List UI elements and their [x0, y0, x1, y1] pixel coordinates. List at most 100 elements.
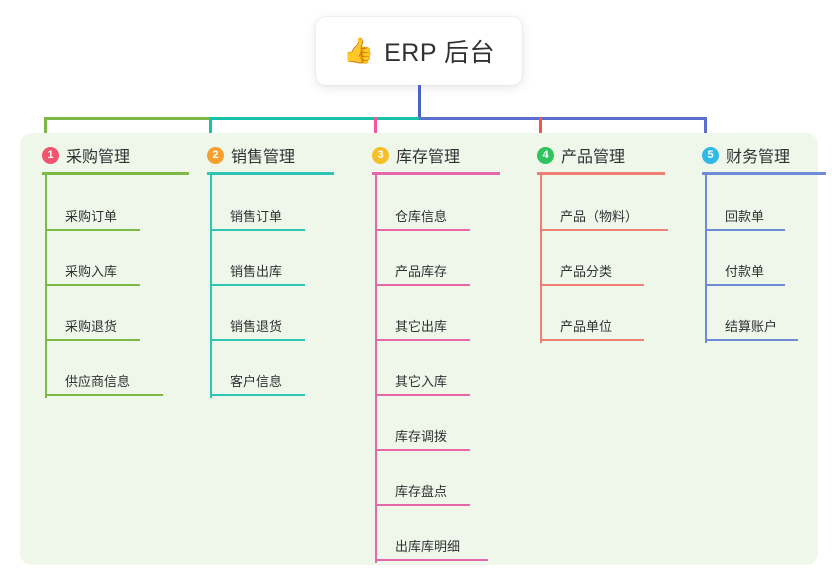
connector-root-stem	[418, 85, 421, 120]
leaf-node-label: 销售退货	[230, 319, 283, 334]
branch-column-3: 3 库存管理仓库信息产品库存其它出库其它入库库存调拨库存盘点出库库明细	[372, 133, 500, 565]
leaf-node[interactable]: 销售退货	[207, 301, 305, 341]
leaf-node-rule	[210, 339, 305, 341]
leaf-node-rule	[540, 284, 644, 286]
branch-title-3: 库存管理	[396, 149, 461, 166]
leaf-node-rule	[210, 229, 305, 231]
leaf-node[interactable]: 产品（物料）	[537, 191, 668, 231]
leaf-node-label: 其它入库	[395, 374, 448, 389]
leaf-node-label: 供应商信息	[65, 374, 131, 389]
leaf-node-rule	[540, 229, 668, 231]
leaf-node-label: 结算账户	[725, 319, 778, 334]
leaf-node-label: 库存调拨	[395, 429, 448, 444]
root-node[interactable]: 👍 ERP 后台	[316, 17, 522, 85]
leaf-node[interactable]: 其它入库	[372, 356, 470, 396]
leaf-node-label: 仓库信息	[395, 209, 448, 224]
branch-title-2: 销售管理	[231, 149, 296, 166]
branch-column-2: 2 销售管理销售订单销售出库销售退货客户信息	[207, 133, 334, 565]
branches-panel: 1 采购管理采购订单采购入库采购退货供应商信息 2 销售管理销售订单销售出库销售退货客…	[20, 133, 826, 565]
leaf-node[interactable]: 库存盘点	[372, 466, 470, 506]
leaf-node-label: 产品分类	[560, 264, 613, 279]
branch-column-5: 5 财务管理回款单付款单结算账户	[702, 133, 826, 565]
leaf-node-label: 采购入库	[65, 264, 118, 279]
leaf-node-rule	[705, 284, 785, 286]
leaf-node-label: 采购订单	[65, 209, 118, 224]
branch-header-rule-5	[702, 172, 826, 175]
connector-bus-1	[44, 117, 212, 120]
branch-header-rule-3	[372, 172, 500, 175]
leaf-node-rule	[705, 229, 785, 231]
branch-spine-5	[705, 175, 707, 343]
leaf-node[interactable]: 采购入库	[42, 246, 140, 286]
leaf-node[interactable]: 仓库信息	[372, 191, 470, 231]
leaf-node[interactable]: 采购订单	[42, 191, 140, 231]
leaf-node-label: 产品（物料）	[560, 209, 639, 224]
connector-bus-2	[209, 117, 422, 120]
branch-spine-1	[45, 175, 47, 398]
leaf-node-label: 产品单位	[560, 319, 613, 334]
leaf-node-label: 出库库明细	[395, 539, 461, 554]
leaf-node[interactable]: 付款单	[702, 246, 785, 286]
leaf-node[interactable]: 销售订单	[207, 191, 305, 231]
leaf-node[interactable]: 出库库明细	[372, 521, 488, 561]
leaf-node-rule	[375, 339, 470, 341]
leaf-node-label: 销售订单	[230, 209, 283, 224]
branch-column-4: 4 产品管理产品（物料） 产品分类产品单位	[537, 133, 668, 565]
leaf-node-rule	[375, 229, 470, 231]
branch-header-5[interactable]: 5 财务管理	[702, 143, 790, 167]
branch-spine-3	[375, 175, 377, 563]
branch-header-1[interactable]: 1 采购管理	[42, 143, 130, 167]
leaf-node[interactable]: 客户信息	[207, 356, 305, 396]
branch-spine-2	[210, 175, 212, 398]
leaf-node-rule	[45, 229, 140, 231]
leaf-node[interactable]: 产品单位	[537, 301, 644, 341]
leaf-node-rule	[375, 559, 488, 561]
leaf-node-rule	[45, 394, 163, 396]
leaf-node[interactable]: 结算账户	[702, 301, 798, 341]
leaf-node-label: 回款单	[725, 209, 765, 224]
leaf-node[interactable]: 销售出库	[207, 246, 305, 286]
branch-title-1: 采购管理	[66, 149, 131, 166]
leaf-node[interactable]: 产品库存	[372, 246, 470, 286]
leaf-node-rule	[210, 284, 305, 286]
branch-column-1: 1 采购管理采购订单采购入库采购退货供应商信息	[42, 133, 189, 565]
leaf-node[interactable]: 产品分类	[537, 246, 644, 286]
branch-header-3[interactable]: 3 库存管理	[372, 143, 460, 167]
leaf-node-label: 库存盘点	[395, 484, 448, 499]
leaf-node[interactable]: 采购退货	[42, 301, 140, 341]
branch-header-2[interactable]: 2 销售管理	[207, 143, 295, 167]
leaf-node-rule	[45, 339, 140, 341]
root-node-title: ERP 后台	[384, 39, 496, 67]
leaf-node[interactable]: 库存调拨	[372, 411, 470, 451]
leaf-node[interactable]: 回款单	[702, 191, 785, 231]
leaf-node-rule	[705, 339, 798, 341]
leaf-node-rule	[375, 504, 470, 506]
branch-header-4[interactable]: 4 产品管理	[537, 143, 625, 167]
branch-badge-4: 4	[537, 146, 554, 164]
branch-header-rule-2	[207, 172, 334, 175]
branch-badge-5: 5	[702, 146, 719, 164]
branch-spine-4	[540, 175, 542, 343]
leaf-node-label: 采购退货	[65, 319, 118, 334]
leaf-node-rule	[375, 284, 470, 286]
branch-badge-1: 1	[42, 146, 59, 164]
leaf-node-rule	[45, 284, 140, 286]
leaf-node-rule	[375, 449, 470, 451]
leaf-node-label: 销售出库	[230, 264, 283, 279]
branch-title-5: 财务管理	[726, 149, 791, 166]
leaf-node-rule	[375, 394, 470, 396]
branch-title-4: 产品管理	[561, 149, 626, 166]
leaf-node[interactable]: 其它出库	[372, 301, 470, 341]
leaf-node-rule	[540, 339, 644, 341]
branch-header-rule-1	[42, 172, 189, 175]
leaf-node-label: 其它出库	[395, 319, 448, 334]
connector-bus-3	[419, 117, 707, 120]
leaf-node-label: 付款单	[725, 264, 765, 279]
leaf-node[interactable]: 供应商信息	[42, 356, 163, 396]
branch-badge-3: 3	[372, 146, 389, 164]
leaf-node-rule	[210, 394, 305, 396]
branch-badge-2: 2	[207, 146, 224, 164]
leaf-node-label: 客户信息	[230, 374, 283, 389]
branch-header-rule-4	[537, 172, 665, 175]
